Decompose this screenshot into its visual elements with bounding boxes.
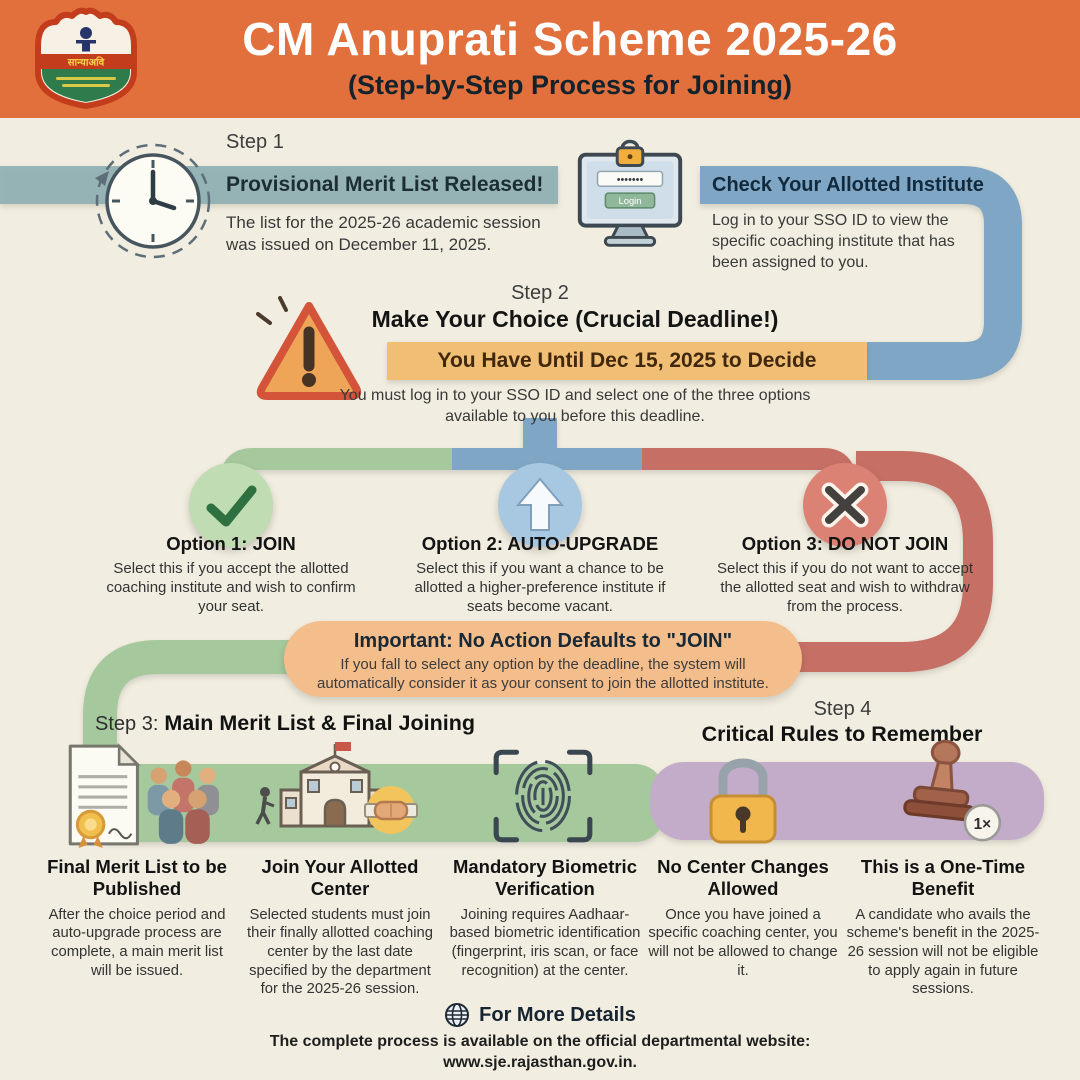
check-icon — [206, 485, 257, 527]
item-desc: Once you have joined a specific coaching… — [648, 906, 838, 979]
merit-list-document-icon — [68, 743, 219, 848]
footer-heading-row: For More Details — [0, 1002, 1080, 1028]
step4-label: Step 4 — [813, 698, 872, 720]
footer-desc: The complete process is available on the… — [269, 1033, 811, 1071]
item-title: Mandatory Biometric Verification — [452, 856, 637, 899]
department-logo-icon: सान्याअवि — [35, 7, 137, 109]
option-decline-title: Option 3: DO NOT JOIN — [741, 533, 949, 554]
login-monitor-icon: ••••••• Login — [577, 139, 683, 247]
step3-item-biometric: Mandatory Biometric Verification Joining… — [444, 856, 646, 980]
page-title: CM Anuprati Scheme 2025-26 — [242, 13, 898, 65]
item-title: This is a One-Time Benefit — [860, 856, 1026, 899]
warning-triangle-icon — [256, 296, 362, 400]
deadline-banner: You Have Until Dec 15, 2025 to Decide — [387, 342, 867, 380]
step3-item-merit-list: Final Merit List to be Published After t… — [42, 856, 232, 980]
option-upgrade-title: Option 2: AUTO-UPGRADE — [421, 533, 659, 554]
step2-title: Make Your Choice (Crucial Deadline!) — [371, 306, 779, 332]
item-title: Final Merit List to be Published — [47, 856, 227, 899]
option-decline: Option 3: DO NOT JOIN Select this if you… — [714, 533, 976, 616]
step1-left-desc: The list for the 2025-26 academic sessio… — [226, 213, 541, 255]
one-time-badge: 1× — [974, 816, 992, 833]
step1-label: Step 1 — [226, 131, 284, 153]
padlock-icon — [709, 758, 777, 844]
cross-icon — [821, 482, 869, 528]
item-desc: Joining requires Aadhaar-based biometric… — [449, 906, 641, 979]
important-desc: If you fall to select any option by the … — [317, 656, 769, 692]
item-desc: After the choice period and auto-upgrade… — [48, 906, 226, 979]
fingerprint-scan-icon — [493, 749, 593, 843]
globe-icon — [445, 1003, 470, 1027]
step2-desc: You must log in to your SSO ID and selec… — [339, 387, 811, 425]
option-join-desc: Select this if you accept the allotted c… — [106, 560, 356, 616]
join-option-circle — [189, 463, 273, 547]
clock-icon — [95, 143, 211, 259]
step4-item-one-time: This is a One-Time Benefit A candidate w… — [844, 856, 1042, 999]
footer-title: For More Details — [479, 1003, 636, 1026]
step1-right-desc: Log in to your SSO ID to view the specif… — [712, 212, 955, 271]
option-upgrade: Option 2: AUTO-UPGRADE Select this if yo… — [409, 533, 671, 616]
item-title: No Center Changes Allowed — [657, 856, 829, 899]
login-button-label: Login — [619, 196, 642, 206]
step3-item-join-center: Join Your Allotted Center Selected stude… — [242, 856, 438, 999]
item-desc: Selected students must join their finall… — [247, 906, 433, 998]
password-dots: ••••••• — [617, 174, 644, 186]
option-upgrade-desc: Select this if you want a chance to be a… — [414, 560, 666, 616]
important-note: Important: No Action Defaults to "JOIN" … — [284, 621, 802, 697]
page-subtitle: (Step-by-Step Process for Joining) — [347, 70, 793, 100]
step1-right-title: Check Your Allotted Institute — [712, 174, 984, 196]
option-decline-desc: Select this if you do not want to accept… — [717, 560, 973, 616]
header-banner: सान्याअवि CM Anuprati Scheme 2025-26 (St… — [0, 0, 1080, 118]
step4-item-no-changes: No Center Changes Allowed Once you have … — [646, 856, 840, 980]
important-title: Important: No Action Defaults to "JOIN" — [353, 630, 733, 652]
item-desc: A candidate who avails the scheme's bene… — [846, 906, 1040, 998]
item-title: Join Your Allotted Center — [261, 856, 419, 899]
step3-title: Main Merit List & Final Joining — [164, 711, 475, 735]
step3-label: Step 3: — [95, 713, 159, 735]
option-join: Option 1: JOIN Select this if you accept… — [100, 533, 362, 616]
up-arrow-icon — [515, 477, 565, 531]
step4-title: Critical Rules to Remember — [701, 722, 983, 746]
upgrade-option-circle — [498, 463, 582, 547]
step3-heading: Step 3:Main Merit List & Final Joining — [60, 711, 510, 736]
rubber-stamp-icon: 1× — [903, 739, 1002, 842]
option-join-title: Option 1: JOIN — [166, 533, 296, 554]
step1-left-title: Provisional Merit List Released! — [226, 173, 544, 196]
step2-label: Step 2 — [511, 282, 569, 304]
decline-option-circle — [803, 463, 887, 547]
school-handshake-icon — [255, 742, 418, 834]
logo-text: सान्याअवि — [67, 56, 105, 69]
